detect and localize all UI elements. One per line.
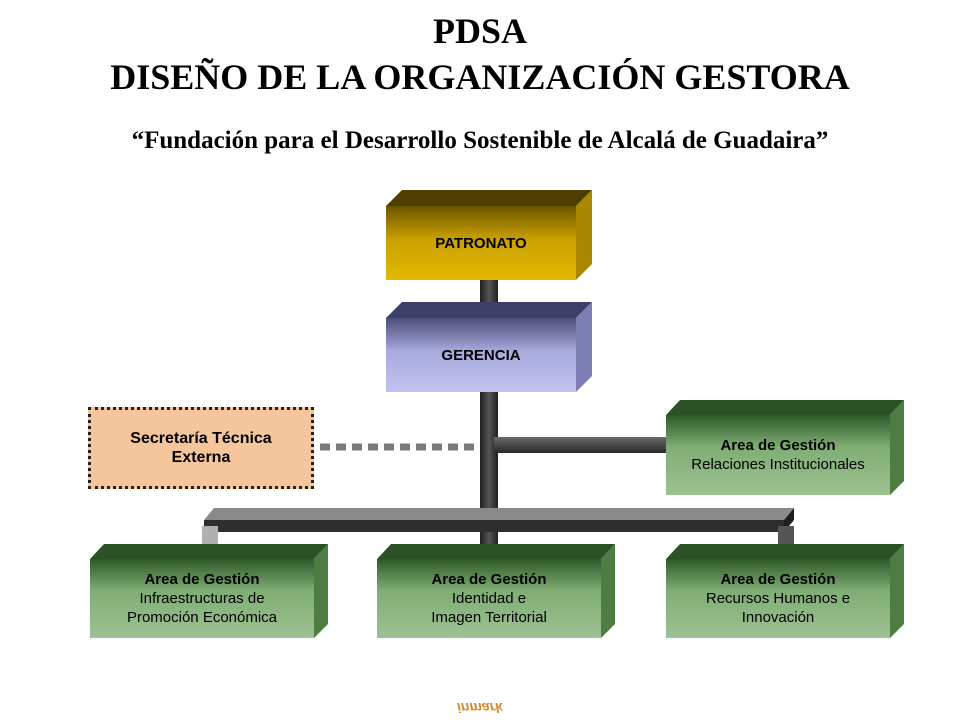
gerencia-box: GERENCIA [386, 318, 576, 392]
infraestructuras-heading: Area de Gestión [144, 571, 260, 588]
identidad-line-1: Identidad e [451, 590, 527, 607]
identidad-heading: Area de Gestión [431, 571, 547, 588]
identidad-box: Area de Gestión Identidad e Imagen Terri… [377, 559, 601, 638]
secretaria-line-2: Externa [171, 449, 231, 466]
connector-horizontal [204, 520, 784, 532]
connector-to-relaciones [494, 437, 666, 453]
connector-horizontal-top [204, 508, 794, 520]
connector-patronato-gerencia [480, 280, 498, 306]
node-gerencia [386, 302, 592, 392]
patronato-label: PATRONATO [435, 234, 527, 252]
node-identidad [377, 544, 615, 638]
secretaria-line-1: Secretaría Técnica [130, 430, 272, 447]
node-patronato [386, 190, 592, 280]
inmark-logo: inmark [457, 700, 503, 716]
connectors [202, 280, 794, 556]
infraestructuras-box: Area de Gestión Infraestructuras de Prom… [90, 559, 314, 638]
node-infraestructuras [90, 544, 328, 638]
patronato-box: PATRONATO [386, 206, 576, 280]
recursos-line-1: Recursos Humanos e [705, 590, 851, 607]
recursos-line-2: Innovación [741, 609, 815, 626]
secretaria-box: Secretaría Técnica Externa [88, 407, 314, 489]
recursos-heading: Area de Gestión [720, 571, 836, 588]
node-relaciones [666, 400, 904, 495]
title-line-1: PDSA [432, 11, 527, 51]
infraestructuras-line-2: Promoción Económica [126, 609, 278, 626]
gerencia-label: GERENCIA [441, 346, 521, 364]
relaciones-heading: Area de Gestión [720, 437, 836, 454]
recursos-box: Area de Gestión Recursos Humanos e Innov… [666, 559, 890, 638]
relaciones-line-1: Relaciones Institucionales [691, 456, 865, 473]
relaciones-box: Area de Gestión Relaciones Institucional… [666, 415, 890, 495]
infraestructuras-line-1: Infraestructuras de [139, 590, 265, 607]
identidad-line-2: Imagen Territorial [431, 609, 547, 626]
subtitle: “Fundación para el Desarrollo Sostenible… [131, 127, 829, 154]
title-line-2: DISEÑO DE LA ORGANIZACIÓN GESTORA [110, 57, 850, 97]
node-recursos [666, 544, 904, 638]
